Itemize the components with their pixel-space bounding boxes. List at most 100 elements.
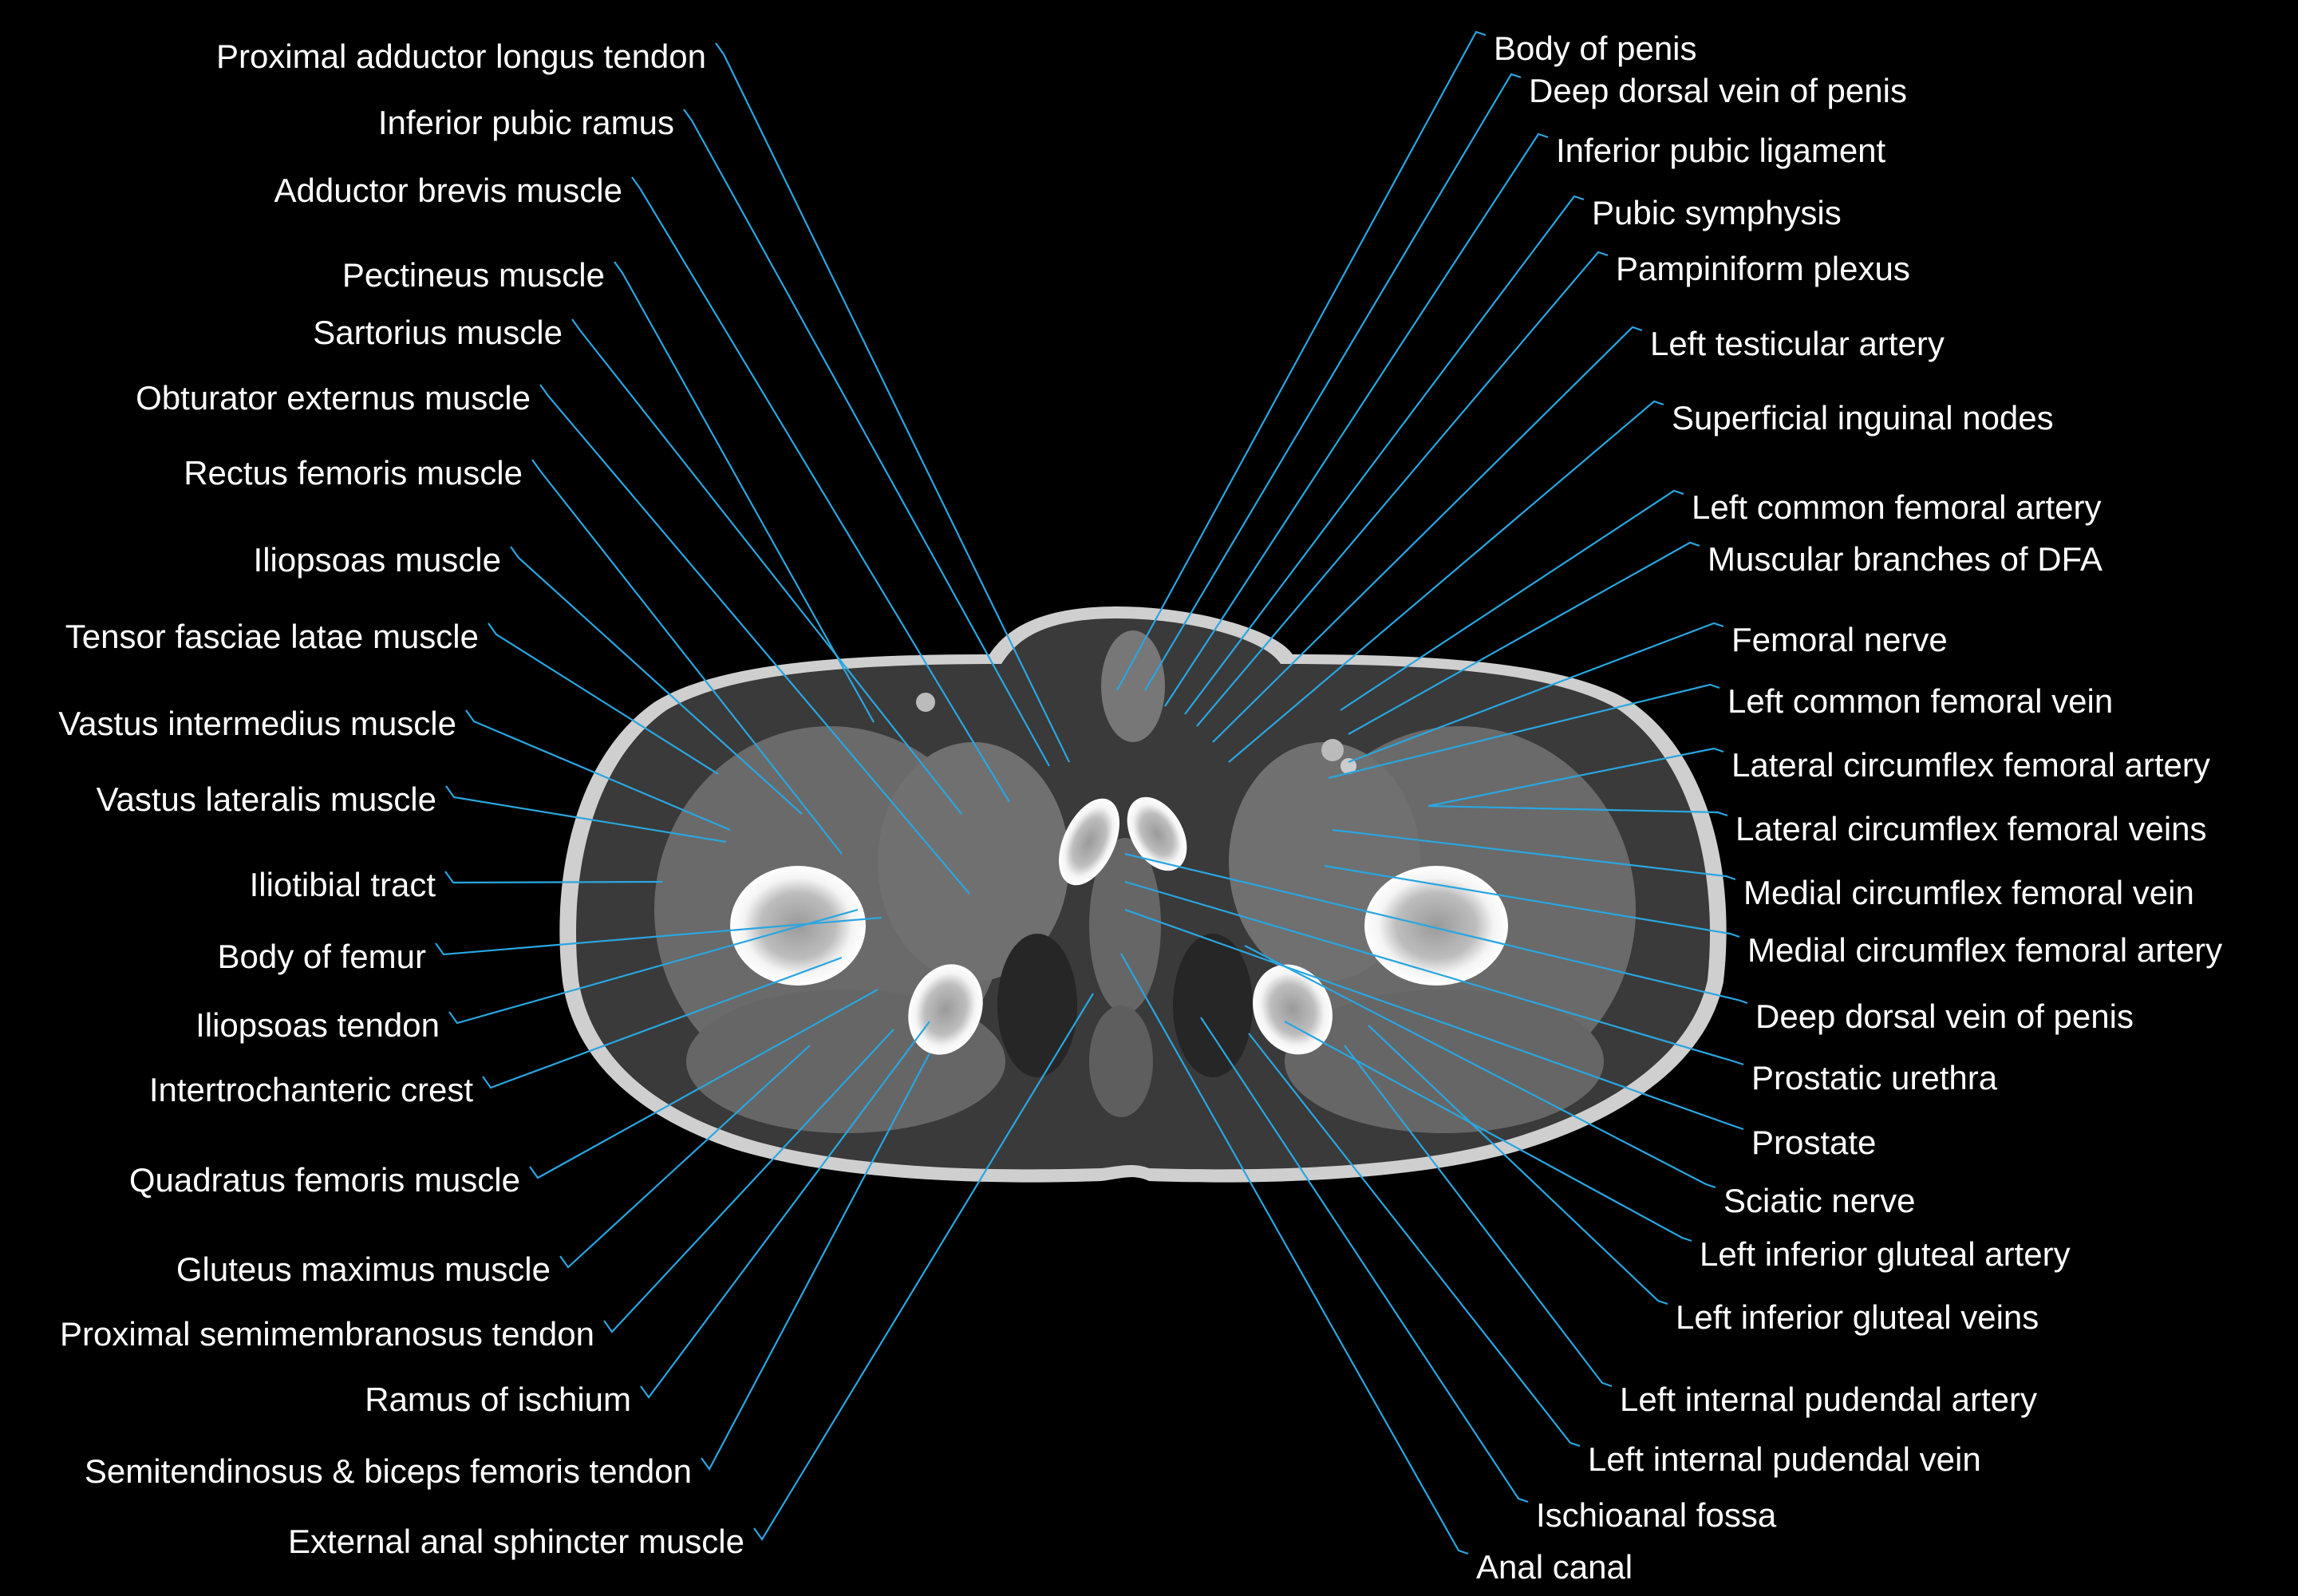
leader-left-pectineus-muscle bbox=[614, 261, 875, 723]
leader-right-deep-dorsal-vein-of-penis bbox=[1144, 73, 1522, 691]
label-left-iliopsoas-muscle: Iliopsoas muscle bbox=[253, 541, 501, 579]
label-left-adductor-brevis-muscle: Adductor brevis muscle bbox=[274, 172, 622, 209]
leader-right-pampiniform-plexus bbox=[1196, 251, 1609, 727]
label-right-left-common-femoral-artery: Left common femoral artery bbox=[1692, 488, 2102, 526]
leader-right-sciatic-nerve bbox=[1244, 945, 1716, 1189]
leader-left-ramus-of-ischium bbox=[640, 1021, 930, 1399]
label-right-prostatic-urethra: Prostatic urethra bbox=[1751, 1059, 1998, 1096]
leader-left-tensor-fasciae-latae-muscle bbox=[488, 622, 719, 775]
label-left-obturator-externus-muscle: Obturator externus muscle bbox=[136, 379, 531, 417]
label-right-medial-circumflex-femoral-artery: Medial circumflex femoral artery bbox=[1747, 931, 2223, 969]
label-left-ramus-of-ischium: Ramus of ischium bbox=[365, 1381, 631, 1418]
right-femoral-vessel-2 bbox=[1340, 758, 1356, 774]
leader-left-iliopsoas-tendon bbox=[448, 908, 859, 1025]
leader-left-external-anal-sphincter-muscle bbox=[753, 993, 1094, 1541]
label-left-rectus-femoris-muscle: Rectus femoris muscle bbox=[184, 454, 523, 492]
label-left-semitendinosus-and-biceps-femoris-tendon: Semitendinosus & biceps femoris tendon bbox=[84, 1452, 692, 1490]
leader-right-muscular-branches-of-dfa bbox=[1348, 541, 1700, 735]
label-right-left-common-femoral-vein: Left common femoral vein bbox=[1727, 682, 2114, 720]
label-right-left-inferior-gluteal-veins: Left inferior gluteal veins bbox=[1676, 1298, 2039, 1336]
label-left-pectineus-muscle: Pectineus muscle bbox=[342, 256, 605, 294]
leader-left-adductor-brevis-muscle bbox=[631, 176, 1010, 803]
leader-right-body-of-penis bbox=[1116, 30, 1487, 691]
leader-left-iliotibial-tract bbox=[444, 871, 663, 884]
leader-left-inferior-pubic-ramus bbox=[683, 109, 1050, 767]
leader-left-quadratus-femoris-muscle bbox=[529, 989, 879, 1179]
leader-right-ischioanal-fossa bbox=[1200, 1017, 1529, 1503]
label-left-proximal-adductor-longus-tendon: Proximal adductor longus tendon bbox=[215, 38, 706, 75]
leader-right-medial-circumflex-femoral-vein bbox=[1332, 828, 1736, 881]
right-femur bbox=[1364, 866, 1508, 986]
leader-right-medial-circumflex-femoral-artery bbox=[1324, 864, 1740, 938]
label-right-left-internal-pudendal-artery: Left internal pudendal artery bbox=[1620, 1381, 2038, 1418]
leader-left-vastus-intermedius-muscle bbox=[465, 709, 731, 832]
label-left-sartorius-muscle: Sartorius muscle bbox=[313, 314, 563, 351]
label-right-medial-circumflex-femoral-vein: Medial circumflex femoral vein bbox=[1743, 874, 2194, 911]
leader-lines bbox=[435, 30, 1748, 1555]
label-left-gluteus-maximus-muscle: Gluteus maximus muscle bbox=[176, 1250, 551, 1288]
leader-right-prostate bbox=[1124, 908, 1744, 1131]
label-left-quadratus-femoris-muscle: Quadratus femoris muscle bbox=[128, 1161, 520, 1199]
leader-left-gluteus-maximus-muscle bbox=[559, 1045, 811, 1269]
leader-left-sartorius-muscle bbox=[571, 318, 962, 815]
label-right-deep-dorsal-vein-of-penis: Deep dorsal vein of penis bbox=[1755, 998, 2134, 1035]
label-right-left-inferior-gluteal-artery: Left inferior gluteal artery bbox=[1700, 1235, 2071, 1273]
leader-right-left-testicular-artery bbox=[1212, 326, 1643, 743]
leader-left-proximal-semimembranosus-tendon bbox=[603, 1029, 894, 1333]
right-pubic-bone bbox=[1127, 796, 1187, 871]
label-left-inferior-pubic-ramus: Inferior pubic ramus bbox=[377, 104, 674, 141]
anal-canal-region bbox=[1089, 1005, 1153, 1117]
leader-right-superficial-inguinal-nodes bbox=[1228, 400, 1664, 763]
ischioanal-fat-right bbox=[1173, 934, 1253, 1077]
leader-left-intertrochanteric-crest bbox=[482, 956, 843, 1089]
leader-right-inferior-pubic-ligament bbox=[1164, 132, 1549, 707]
leader-right-left-inferior-gluteal-artery bbox=[1284, 1021, 1692, 1242]
body-cross-section bbox=[559, 606, 1727, 1183]
label-right-prostate: Prostate bbox=[1751, 1124, 1877, 1161]
leader-right-femoral-nerve bbox=[1348, 622, 1724, 764]
leader-left-semitendinosus-and-biceps-femoris-tendon bbox=[701, 1053, 930, 1472]
label-left-external-anal-sphincter-muscle: External anal sphincter muscle bbox=[288, 1523, 744, 1560]
label-right-sciatic-nerve: Sciatic nerve bbox=[1724, 1182, 1916, 1219]
label-right-muscular-branches-of-dfa: Muscular branches of DFA bbox=[1708, 540, 2103, 578]
leader-left-rectus-femoris-muscle bbox=[531, 459, 843, 855]
label-right-pubic-symphysis: Pubic symphysis bbox=[1592, 194, 1842, 231]
leader-right-left-inferior-gluteal-veins bbox=[1368, 1025, 1668, 1306]
leader-right-prostatic-urethra bbox=[1124, 880, 1744, 1066]
label-right-femoral-nerve: Femoral nerve bbox=[1731, 621, 1948, 658]
right-ischium bbox=[1253, 964, 1333, 1055]
label-left-iliotibial-tract: Iliotibial tract bbox=[249, 866, 436, 903]
ischioanal-fat-left bbox=[997, 934, 1077, 1077]
leader-left-proximal-adductor-longus-tendon bbox=[715, 42, 1070, 763]
leader-left-vastus-lateralis-muscle bbox=[445, 785, 727, 843]
left-pubic-bone bbox=[1059, 798, 1119, 886]
leader-right-lateral-circumflex-femoral-veins bbox=[1427, 804, 1728, 817]
label-right-deep-dorsal-vein-of-penis: Deep dorsal vein of penis bbox=[1529, 72, 1907, 109]
label-right-inferior-pubic-ligament: Inferior pubic ligament bbox=[1556, 132, 1886, 169]
label-right-anal-canal: Anal canal bbox=[1476, 1548, 1633, 1586]
label-left-vastus-lateralis-muscle: Vastus lateralis muscle bbox=[96, 780, 436, 818]
leader-right-pubic-symphysis bbox=[1184, 195, 1585, 715]
leader-right-anal-canal bbox=[1120, 953, 1469, 1555]
label-right-pampiniform-plexus: Pampiniform plexus bbox=[1616, 250, 1910, 287]
label-left-vastus-intermedius-muscle: Vastus intermedius muscle bbox=[58, 705, 456, 742]
prostate-region bbox=[1089, 838, 1161, 1013]
leader-left-iliopsoas-muscle bbox=[510, 546, 803, 815]
gluteal-right bbox=[1285, 990, 1604, 1133]
left-ischium bbox=[908, 964, 983, 1055]
leader-right-deep-dorsal-vein-of-penis bbox=[1124, 852, 1748, 1005]
leader-right-left-internal-pudendal-artery bbox=[1344, 1045, 1613, 1388]
right-femoral-vessel bbox=[1321, 739, 1344, 761]
leader-right-left-common-femoral-artery bbox=[1340, 489, 1684, 711]
label-right-lateral-circumflex-femoral-artery: Lateral circumflex femoral artery bbox=[1731, 746, 2210, 784]
label-left-proximal-semimembranosus-tendon: Proximal semimembranosus tendon bbox=[60, 1315, 594, 1353]
label-right-superficial-inguinal-nodes: Superficial inguinal nodes bbox=[1672, 399, 2054, 437]
label-right-body-of-penis: Body of penis bbox=[1494, 30, 1697, 67]
label-right-left-internal-pudendal-vein: Left internal pudendal vein bbox=[1588, 1440, 1981, 1478]
leader-right-left-common-femoral-vein bbox=[1328, 683, 1720, 780]
label-left-iliopsoas-tendon: Iliopsoas tendon bbox=[195, 1006, 440, 1044]
left-femur bbox=[730, 866, 866, 986]
leader-right-lateral-circumflex-femoral-artery bbox=[1427, 747, 1724, 808]
